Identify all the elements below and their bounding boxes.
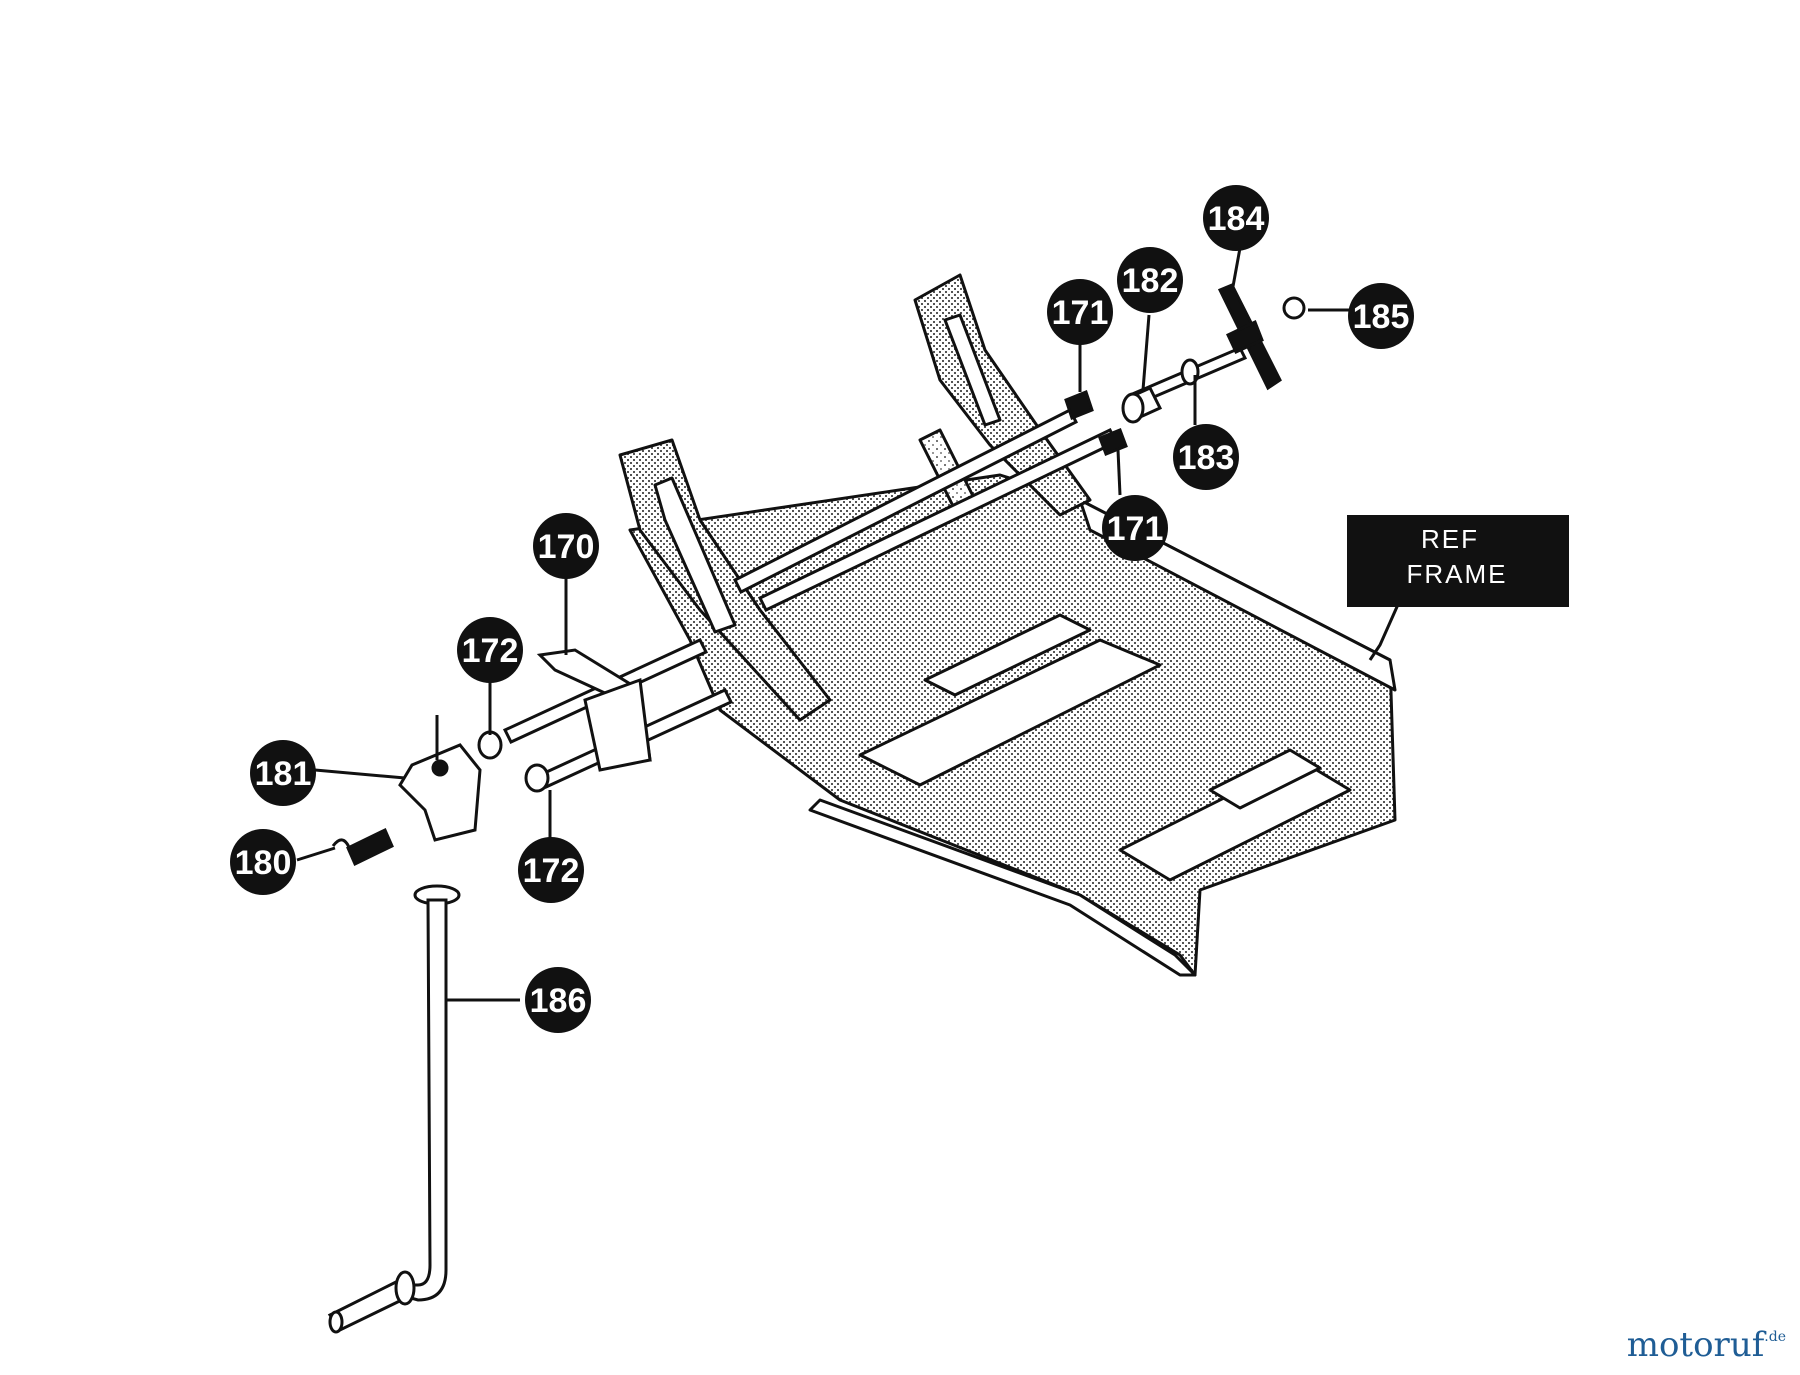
rod-186-tip — [328, 1310, 344, 1334]
callout-172-upper: 172 — [457, 617, 523, 683]
frame-deck-plate-1 — [858, 638, 1162, 787]
svg-text:172: 172 — [523, 852, 580, 890]
bushing-172-upper — [477, 730, 503, 760]
pin-171-upper — [1064, 390, 1094, 420]
leader-181 — [314, 768, 406, 780]
bushing-172-lower — [524, 763, 550, 793]
svg-text:181: 181 — [255, 755, 312, 793]
bracket-181-hole — [431, 759, 449, 777]
frame-front-rail — [808, 798, 1197, 977]
svg-text:184: 184 — [1208, 200, 1265, 238]
svg-text:183: 183 — [1178, 439, 1235, 477]
frame-rear-upright-slot — [943, 313, 1002, 427]
bracket-181 — [398, 743, 482, 842]
frame — [618, 273, 1397, 977]
svg-text:186: 186 — [530, 982, 587, 1020]
watermark-name: motoruf — [1626, 1325, 1765, 1365]
callout-186: 186 — [525, 967, 591, 1033]
watermark-suffix: .de — [1764, 1329, 1786, 1345]
callout-172-lower: 172 — [518, 837, 584, 903]
ref-frame-label: REF FRAME — [1347, 515, 1569, 607]
svg-text:170: 170 — [538, 528, 595, 566]
callout-183: 183 — [1173, 424, 1239, 490]
rod-186 — [398, 898, 448, 1302]
nut-185 — [1282, 296, 1306, 320]
callout-185: 185 — [1348, 283, 1414, 349]
leader-184 — [1230, 247, 1242, 293]
ref-frame-line1: REF — [1421, 524, 1479, 554]
leader-180 — [296, 846, 336, 862]
callout-170: 170 — [533, 513, 599, 579]
watermark-logo: motoruf.de — [1627, 1325, 1786, 1365]
callout-181: 181 — [250, 740, 316, 806]
upper-shaft — [732, 407, 1079, 595]
svg-text:172: 172 — [462, 632, 519, 670]
knob-184-hub — [1226, 319, 1264, 354]
leader-ref — [1368, 599, 1402, 661]
hardware — [327, 283, 1306, 1334]
screw-180-head — [331, 838, 354, 857]
svg-text:171: 171 — [1107, 510, 1164, 548]
leader-171b — [1116, 449, 1122, 496]
frame-deck-slot-1 — [923, 613, 1092, 697]
pin-171-lower — [1098, 428, 1128, 456]
screw-180 — [346, 827, 394, 867]
bracket-170-plate — [583, 677, 652, 772]
callout-182: 182 — [1117, 247, 1183, 313]
svg-text:185: 185 — [1353, 298, 1410, 336]
frame-deck-slot-2 — [1208, 748, 1322, 810]
shafts — [502, 346, 1248, 789]
ref-frame-line2: FRAME — [1407, 559, 1508, 589]
leader-182 — [1141, 314, 1151, 391]
svg-text:171: 171 — [1052, 294, 1109, 332]
callout-171-lower: 171 — [1102, 495, 1168, 561]
frame-front-upright-slot — [653, 476, 737, 634]
callout-180: 180 — [230, 829, 296, 895]
rod-186-collar — [394, 1270, 416, 1306]
callouts: 184 171 182 185 183 171 170 172 — [230, 185, 1414, 1033]
svg-text:182: 182 — [1122, 262, 1179, 300]
svg-text:180: 180 — [235, 844, 292, 882]
bushing-182-face — [1121, 392, 1145, 424]
callout-171-upper: 171 — [1047, 279, 1113, 345]
callout-184: 184 — [1203, 185, 1269, 251]
